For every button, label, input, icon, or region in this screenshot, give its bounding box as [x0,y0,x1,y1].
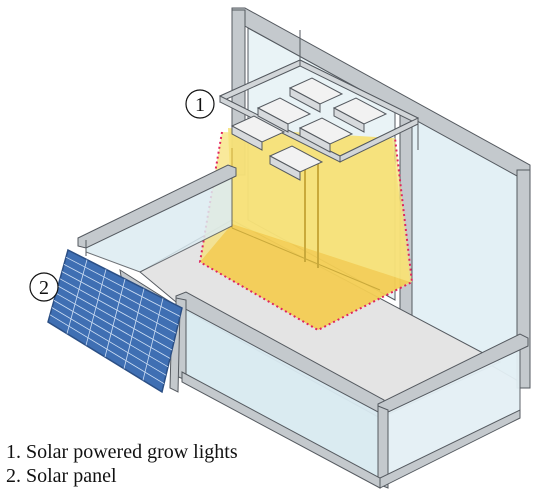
beam-door-frame-line [231,227,381,291]
callout-2-number: 2 [39,277,49,299]
grow-light-unit [298,117,354,153]
solar-cell-divider [57,285,173,351]
light-beam-floor-patch [200,224,410,330]
grow-light-beam [198,128,414,332]
front-railing-corner-post [377,405,389,489]
left-railing [77,164,237,273]
callout-2-circle [29,272,59,302]
grow-light-fixture [218,30,420,181]
light-beam-outline [198,131,414,332]
front-railing-side-bottom-rail [379,409,521,489]
callout-1-circle [185,89,215,119]
facade-frame-right-post [516,169,531,389]
grow-light-unit [230,115,286,151]
solar-panel-cell-grid [49,256,181,384]
legend-item-grow-lights: 1. Solar powered grow lights [6,441,238,463]
legend: 1. Solar powered grow lights 2. Solar pa… [6,440,238,488]
solar-cell-divider [59,278,175,342]
legend-item-solar-panel: 2. Solar panel [6,465,117,487]
solar-cell-divider [49,314,165,384]
callout-1: 1 [185,89,215,119]
callout-1-number: 1 [195,94,205,116]
solar-cell-divider [63,264,179,326]
left-railing-top-rail [77,164,237,249]
grow-light-unit [268,145,324,181]
grow-light-unit [332,97,388,133]
solar-cell-divider [65,256,181,317]
solar-cell-divider [61,271,177,334]
solar-cell-divider [55,292,171,359]
solar-cell-divider [51,307,167,376]
solar-panel [47,248,183,394]
callout-2: 2 [29,272,59,302]
grow-light-unit [288,77,344,113]
front-railing [175,291,529,489]
grow-light-unit [256,97,312,133]
solar-cell-divider [53,300,169,368]
